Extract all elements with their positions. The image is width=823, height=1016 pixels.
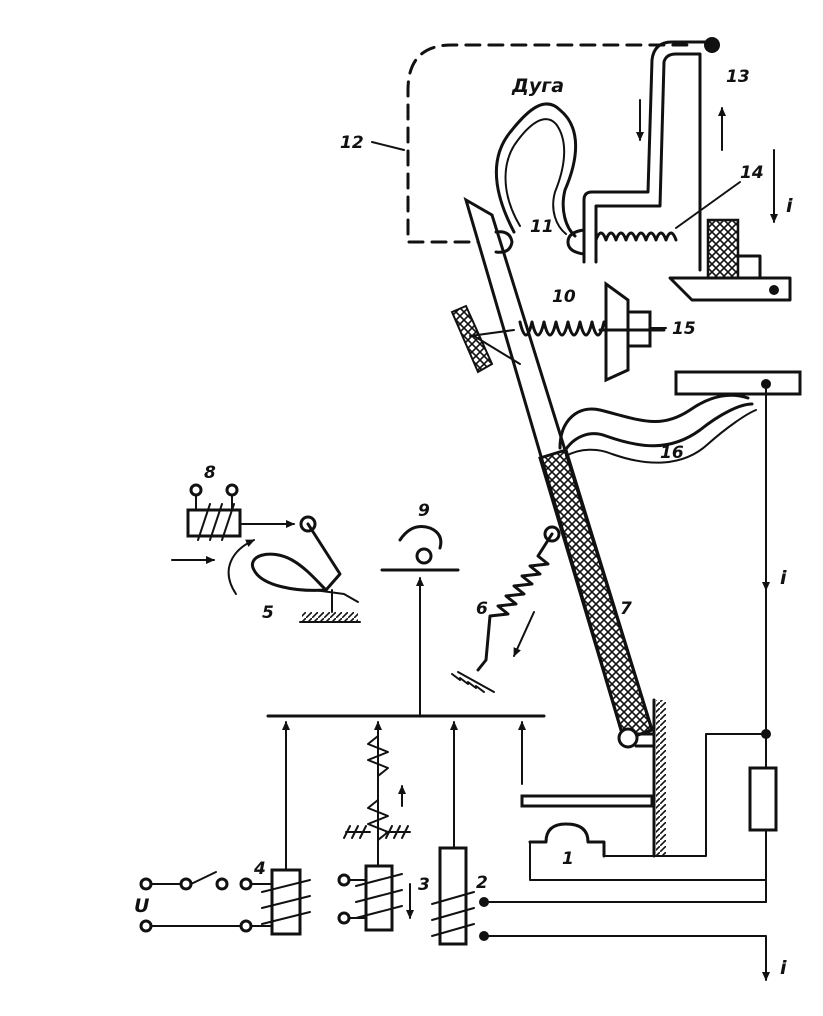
voltage-term-1 xyxy=(139,877,153,891)
arc-horn-tip xyxy=(704,37,720,53)
spring-6-arrow xyxy=(513,611,535,657)
solenoid-8-term-l xyxy=(189,483,203,497)
moving-contact xyxy=(494,230,514,254)
label-6: 6 xyxy=(476,599,488,619)
terminal-block xyxy=(706,218,740,280)
terminal-step xyxy=(736,254,762,280)
release-4-coil xyxy=(261,879,311,925)
handle-5 xyxy=(250,552,328,592)
label-voltage: U xyxy=(134,895,150,917)
arc-flame-inner xyxy=(504,118,567,235)
label-12: 12 xyxy=(340,133,364,153)
label-10: 10 xyxy=(552,287,576,307)
leader-12 xyxy=(371,141,405,151)
fixed-contact-conductor-inner xyxy=(594,52,702,272)
fixed-contact xyxy=(566,228,586,256)
spring-6-ground-hatch xyxy=(451,673,485,693)
switch-term-a xyxy=(179,877,193,891)
label-8: 8 xyxy=(204,463,216,483)
release-3-spring-b xyxy=(367,799,389,841)
resistor xyxy=(748,766,778,832)
fixed-contact-conductor xyxy=(582,40,710,264)
release-3-ground-r xyxy=(385,825,411,839)
label-4: 4 xyxy=(253,859,266,879)
pivot-bracket xyxy=(634,732,656,748)
label-arc: Дуга xyxy=(511,75,564,97)
rotation-arrow-5 xyxy=(227,539,255,595)
arm-pivot xyxy=(617,727,639,749)
spring-6 xyxy=(476,532,554,672)
label-current-bottom: i xyxy=(780,957,787,979)
ground-5-hatch xyxy=(302,612,358,622)
label-3: 3 xyxy=(418,875,430,895)
release-4 xyxy=(270,868,302,936)
stop-15 xyxy=(604,281,630,383)
lever-5 xyxy=(306,522,342,592)
flex-lead-16-c xyxy=(565,409,757,464)
label-7: 7 xyxy=(620,599,632,619)
latch-9 xyxy=(398,525,443,550)
switch-term-b xyxy=(215,877,229,891)
label-1: 1 xyxy=(562,849,574,869)
release-3-ground-l xyxy=(343,825,371,839)
voltage-term-2 xyxy=(139,919,153,933)
release-2-wire-2 xyxy=(483,935,767,973)
release-3-coil xyxy=(355,873,403,919)
switch-term-c xyxy=(239,877,253,891)
anchor-10-legs xyxy=(469,329,521,365)
label-15: 15 xyxy=(672,319,696,339)
arc-chute-enclosure xyxy=(406,43,692,244)
solenoid-8-term-r xyxy=(225,483,239,497)
lower-terminal-bar xyxy=(674,370,802,396)
label-9: 9 xyxy=(418,501,430,521)
latch-plate xyxy=(520,794,654,808)
release-2-coil xyxy=(431,891,475,937)
label-2: 2 xyxy=(476,873,488,893)
release-3-term-2 xyxy=(337,911,351,925)
terminal-bracket xyxy=(668,276,792,302)
lever-5-ground xyxy=(313,589,359,603)
release-3-term-1 xyxy=(337,873,351,887)
solenoid-8 xyxy=(186,508,242,538)
label-11: 11 xyxy=(530,217,554,237)
label-current-top: i xyxy=(786,195,793,217)
spring-10 xyxy=(518,320,606,337)
terminal-point-top xyxy=(769,285,779,295)
link-right-inner xyxy=(423,530,553,560)
release-3-spring xyxy=(367,735,389,777)
spring-6-ground xyxy=(457,671,495,693)
label-5: 5 xyxy=(262,603,274,623)
arc-flame xyxy=(495,102,578,238)
flex-lead-16 xyxy=(558,393,750,450)
leader-14 xyxy=(675,181,741,229)
label-16: 16 xyxy=(660,443,684,463)
arm-insulation xyxy=(538,448,654,742)
auxiliary-contact-1 xyxy=(528,822,606,858)
link-joint-mid xyxy=(415,547,433,565)
label-13: 13 xyxy=(726,67,750,87)
pivot-wall-hatch xyxy=(656,700,666,856)
link-left-inner xyxy=(306,520,426,560)
flex-lead-16-b xyxy=(562,402,754,454)
label-current-mid: i xyxy=(780,567,787,589)
label-14: 14 xyxy=(740,163,764,183)
switch-blade xyxy=(190,871,217,885)
blowout-coil xyxy=(594,231,678,242)
anchor-10 xyxy=(450,304,494,374)
voltage-term-3 xyxy=(239,919,253,933)
